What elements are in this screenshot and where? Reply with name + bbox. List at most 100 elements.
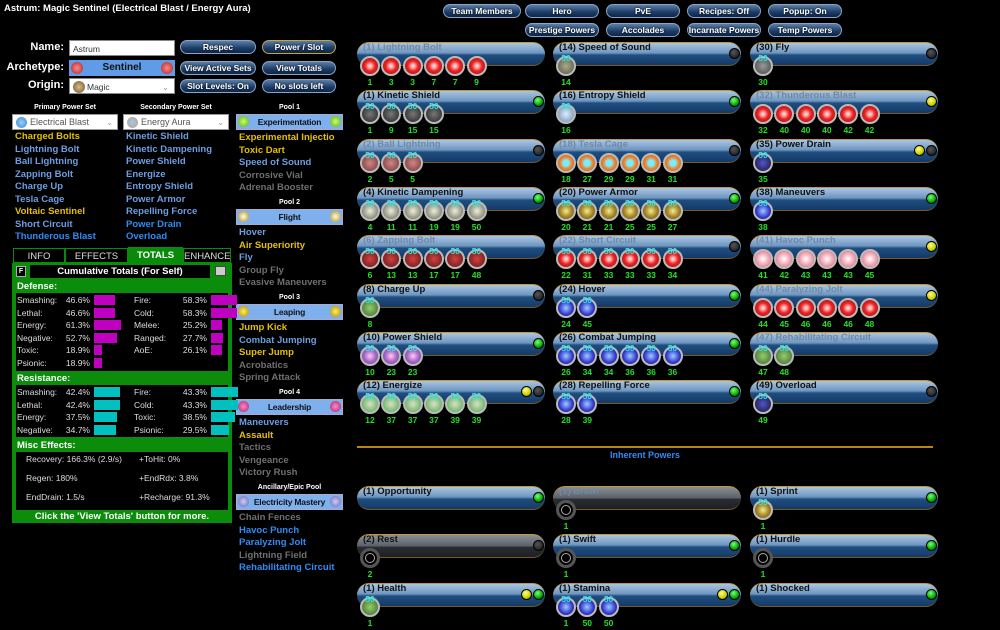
pve-button[interactable]: PvE xyxy=(606,4,680,18)
power-assault[interactable]: Assault xyxy=(239,429,274,441)
enhancement-icon[interactable] xyxy=(360,56,380,76)
enhancement-icon[interactable] xyxy=(598,345,619,366)
enhancement-icon[interactable] xyxy=(641,152,662,173)
enhancement-icon[interactable] xyxy=(556,596,576,617)
power-bar[interactable] xyxy=(357,486,545,510)
enhancement-icon[interactable] xyxy=(641,249,662,270)
enhancement-icon[interactable] xyxy=(859,297,880,318)
enhancement-icon[interactable] xyxy=(402,394,423,415)
enhancement-icon[interactable] xyxy=(402,56,423,76)
enhancement-icon[interactable] xyxy=(556,249,576,270)
power-chain-fences[interactable]: Chain Fences xyxy=(239,512,301,523)
enhancement-icon[interactable] xyxy=(577,394,598,415)
tab-enhance[interactable]: ENHANCE xyxy=(183,248,231,263)
power-kinetic-dampening[interactable]: Kinetic Dampening xyxy=(126,143,213,155)
power-speed-of-sound[interactable]: Speed of Sound xyxy=(239,157,312,168)
enhancement-icon[interactable] xyxy=(619,152,640,173)
power-bar[interactable] xyxy=(357,90,545,115)
recipes-off-button[interactable]: Recipes: Off xyxy=(687,4,761,18)
enhancement-icon[interactable] xyxy=(466,56,487,76)
enhancement-icon[interactable] xyxy=(423,394,444,415)
enhancement-icon[interactable] xyxy=(466,394,487,415)
pool-select-leadership[interactable]: Leadership xyxy=(236,399,343,415)
power-bar[interactable] xyxy=(750,486,938,510)
power-victory-rush[interactable]: Victory Rush xyxy=(239,467,298,478)
tab-info[interactable]: INFO xyxy=(13,248,65,263)
power-bar[interactable] xyxy=(750,582,938,607)
power-acrobatics[interactable]: Acrobatics xyxy=(239,359,289,371)
power-vengeance[interactable]: Vengeance xyxy=(239,454,289,466)
slot-levels-on-button[interactable]: Slot Levels: On xyxy=(180,79,256,93)
enhancement-icon[interactable] xyxy=(360,104,380,125)
empty-slot-icon[interactable] xyxy=(556,500,576,520)
enhancement-icon[interactable] xyxy=(577,200,598,221)
power-charged-bolts[interactable]: Charged Bolts xyxy=(15,131,80,142)
enhancement-icon[interactable] xyxy=(360,200,380,221)
power-power-shield[interactable]: Power Shield xyxy=(126,156,186,167)
enhancement-icon[interactable] xyxy=(753,500,773,520)
enhancement-icon[interactable] xyxy=(753,249,773,270)
enhancement-icon[interactable] xyxy=(577,249,598,270)
power-paralyzing-jolt[interactable]: Paralyzing Jolt xyxy=(239,537,307,548)
enhancement-icon[interactable] xyxy=(360,297,380,318)
power-slot-button[interactable]: Power / Slot xyxy=(262,40,336,54)
tab-totals[interactable]: TOTALS xyxy=(128,247,183,263)
enhancement-icon[interactable] xyxy=(753,152,773,173)
enhancement-icon[interactable] xyxy=(753,104,773,125)
enhancement-icon[interactable] xyxy=(619,345,640,366)
enhancement-icon[interactable] xyxy=(556,200,576,221)
enhancement-icon[interactable] xyxy=(795,249,816,270)
power-slot-shocked[interactable]: (1) Shocked xyxy=(750,582,940,629)
enhancement-icon[interactable] xyxy=(577,152,598,173)
power-combat-jumping[interactable]: Combat Jumping xyxy=(239,334,317,346)
enhancement-icon[interactable] xyxy=(774,345,795,366)
power-jump-kick[interactable]: Jump Kick xyxy=(239,322,288,333)
enhancement-icon[interactable] xyxy=(838,104,859,125)
power-zapping-bolt[interactable]: Zapping Bolt xyxy=(15,168,74,180)
enhancement-icon[interactable] xyxy=(381,200,402,221)
power-evasive-maneuvers[interactable]: Evasive Maneuvers xyxy=(239,277,327,288)
enhancement-icon[interactable] xyxy=(360,345,380,366)
archetype-select[interactable]: Sentinel xyxy=(69,60,175,76)
enhancement-icon[interactable] xyxy=(381,56,402,76)
popout-icon[interactable] xyxy=(215,266,226,276)
pool-select-experimentation[interactable]: Experimentation xyxy=(236,114,343,130)
power-power-drain[interactable]: Power Drain xyxy=(126,218,182,230)
power-tesla-cage[interactable]: Tesla Cage xyxy=(15,193,65,205)
enhancement-icon[interactable] xyxy=(360,152,380,173)
enhancement-icon[interactable] xyxy=(577,345,598,366)
enhancement-icon[interactable] xyxy=(423,249,444,270)
power-repelling-force[interactable]: Repelling Force xyxy=(126,206,198,217)
power-short-circuit[interactable]: Short Circuit xyxy=(15,218,73,230)
f-button[interactable]: F xyxy=(16,266,26,277)
enhancement-icon[interactable] xyxy=(619,200,640,221)
power-ball-lightning[interactable]: Ball Lightning xyxy=(15,156,79,167)
enhancement-icon[interactable] xyxy=(556,345,576,366)
enhancement-icon[interactable] xyxy=(598,200,619,221)
enhancement-icon[interactable] xyxy=(619,249,640,270)
respec-button[interactable]: Respec xyxy=(180,40,256,54)
pool-select-flight[interactable]: Flight xyxy=(236,209,343,225)
pool-select-electricity-mastery[interactable]: Electricity Mastery xyxy=(236,494,343,510)
enhancement-icon[interactable] xyxy=(577,297,598,318)
enhancement-icon[interactable] xyxy=(859,104,880,125)
enhancement-icon[interactable] xyxy=(641,345,662,366)
